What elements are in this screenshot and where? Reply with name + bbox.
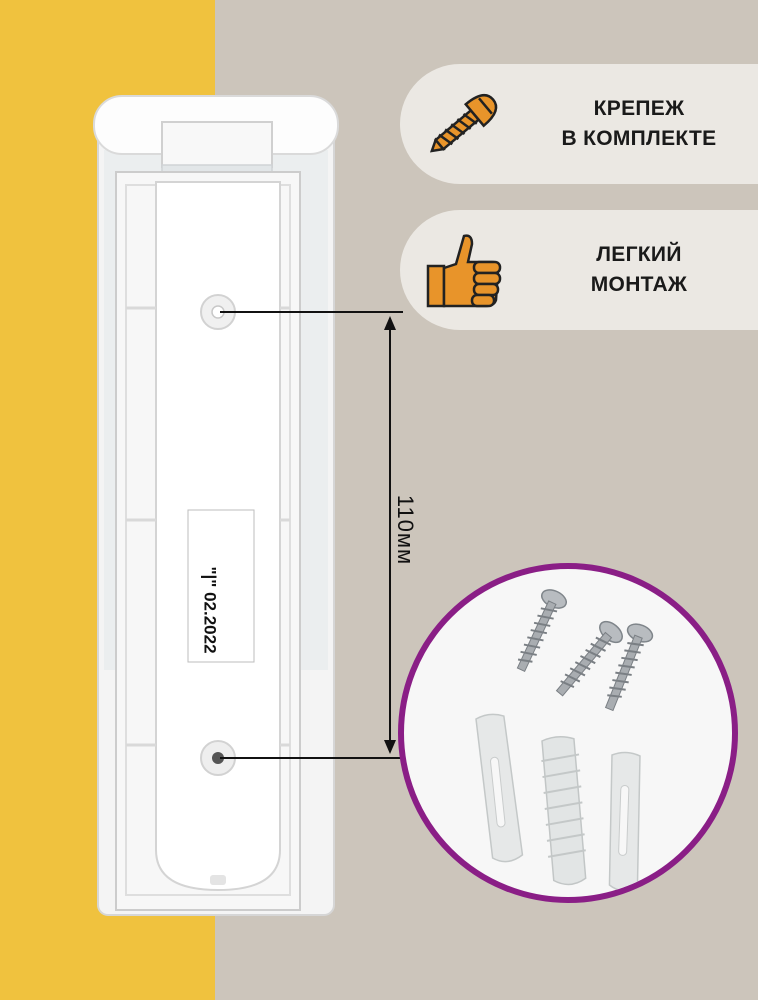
dispenser-back-view (90, 90, 340, 920)
sticker-text: "|" 02.2022 (201, 566, 220, 654)
screw-image (604, 623, 654, 712)
wall-anchor-image (475, 713, 524, 863)
wall-anchor-image (541, 736, 587, 886)
screw-image (516, 589, 568, 673)
wall-anchor-image (608, 751, 641, 892)
date-sticker: "|" 02.2022 (170, 560, 250, 660)
feature-line2: МОНТАЖ (590, 273, 688, 296)
feature-easy-mount: ЛЕГКИЙ МОНТАЖ (400, 210, 758, 330)
dimension-text: 110мм (393, 494, 419, 566)
feature-fasteners-included: КРЕПЕЖ В КОМПЛЕКТЕ (400, 64, 758, 184)
screw-icon (422, 82, 506, 166)
thumbs-up-icon (422, 228, 506, 312)
feature-line1: ЛЕГКИЙ (596, 243, 682, 266)
dimension-label: 110мм (370, 470, 440, 590)
fasteners-photo (398, 563, 738, 903)
feature-line1: КРЕПЕЖ (593, 97, 685, 120)
screw-image (555, 620, 623, 697)
feature-line2: В КОМПЛЕКТЕ (561, 127, 717, 150)
